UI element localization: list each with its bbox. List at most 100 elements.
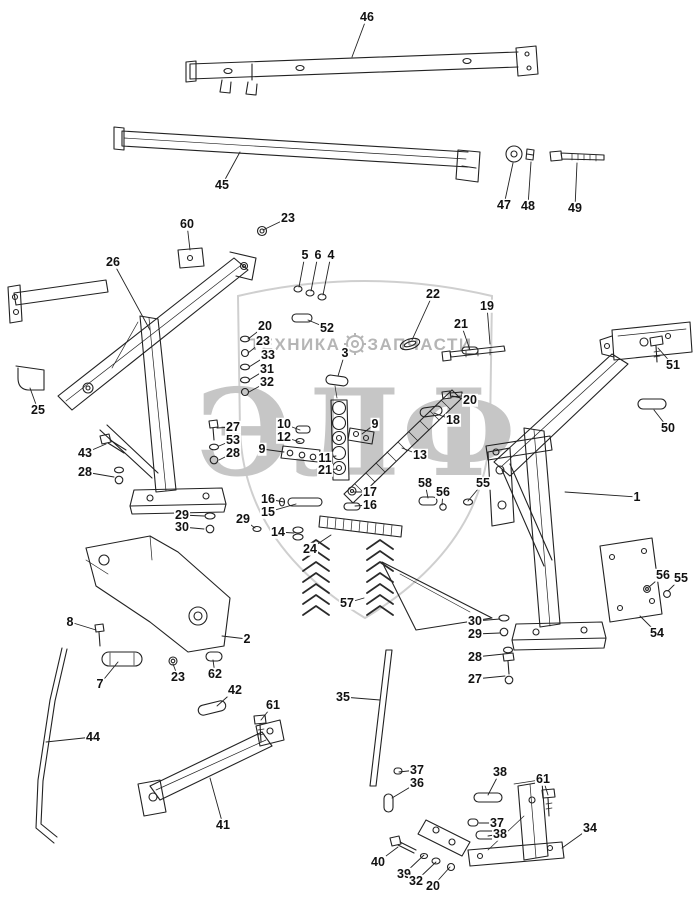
part-14-washers <box>292 526 304 541</box>
part-40-bolt <box>389 835 417 854</box>
watermark-shield <box>236 280 494 620</box>
part-41-bracket <box>137 719 285 817</box>
part-19-bolt <box>441 345 506 362</box>
part-label-20: 20 <box>462 392 478 407</box>
part-34-bracket <box>467 778 565 867</box>
parts-29-30-left <box>204 512 262 534</box>
part-62-spacer <box>205 651 223 662</box>
part-label-13: 13 <box>412 447 428 462</box>
stack-27-53-28 <box>208 419 220 465</box>
part-label-29: 29 <box>235 511 251 526</box>
part-label-2: 2 <box>242 631 252 646</box>
part-label-29: 29 <box>467 626 483 641</box>
line-art <box>7 16 693 887</box>
part-21-upper-pin <box>461 346 479 355</box>
watermark: ТЕХНИКА ЗАПЧАСТИ ЭЛФ <box>196 280 516 620</box>
part-42-pin <box>197 700 227 716</box>
part-22-ring <box>399 337 421 351</box>
part-label-17: 17 <box>362 484 378 499</box>
part-label-21: 21 <box>317 462 333 477</box>
part-label-28: 28 <box>77 464 93 479</box>
part-label-20: 20 <box>425 878 441 893</box>
part-label-25: 25 <box>30 402 46 417</box>
part-50-pin <box>637 398 667 410</box>
center-linkage-9-10-11-12-21 <box>280 385 375 481</box>
part-26-left-frame <box>7 251 257 515</box>
part-label-40: 40 <box>370 854 386 869</box>
part-label-51: 51 <box>665 357 681 372</box>
lower-hitch-plate <box>381 561 493 631</box>
part-35-rod <box>369 649 393 787</box>
part-13-screw-rod <box>343 389 462 504</box>
part-label-44: 44 <box>85 729 101 744</box>
part-label-16: 16 <box>362 497 378 512</box>
part-label-32: 32 <box>259 374 275 389</box>
part-label-62: 62 <box>207 666 223 681</box>
part-label-4: 4 <box>326 247 336 262</box>
part-label-41: 41 <box>215 817 231 832</box>
part-label-6: 6 <box>313 247 323 262</box>
part-24-rod <box>318 515 403 538</box>
part-43-bolt <box>99 433 127 454</box>
part-label-7: 7 <box>95 676 105 691</box>
part-label-19: 19 <box>479 298 495 313</box>
part-label-23: 23 <box>170 669 186 684</box>
gear-icon <box>344 333 366 355</box>
part-label-20: 20 <box>257 318 273 333</box>
part-label-15: 15 <box>260 504 276 519</box>
part-23-top-nut <box>256 225 268 237</box>
part-label-52: 52 <box>319 320 335 335</box>
part-label-12: 12 <box>276 429 292 444</box>
part-label-53: 53 <box>225 432 241 447</box>
part-label-38: 38 <box>492 826 508 841</box>
part-label-55: 55 <box>673 570 689 585</box>
part-37-mid-pin <box>393 767 403 775</box>
part-label-10: 10 <box>276 416 292 431</box>
part-8-bolt <box>94 623 105 647</box>
part-label-34: 34 <box>582 820 598 835</box>
part-label-5: 5 <box>300 247 310 262</box>
part-label-35: 35 <box>335 689 351 704</box>
part-label-23: 23 <box>255 333 271 348</box>
part-label-31: 31 <box>259 361 275 376</box>
part-label-21: 21 <box>453 316 469 331</box>
part-7-bushing <box>101 651 143 667</box>
parts-5-6-4-washers <box>293 285 327 301</box>
part-54-plate <box>599 537 663 623</box>
part-37-pin-b <box>467 818 479 827</box>
part-1-right-frame <box>485 321 693 651</box>
right-fastener-stack-30-29-28-27 <box>498 614 515 685</box>
part-label-22: 22 <box>425 286 441 301</box>
part-61-left-bolt <box>253 714 267 743</box>
part-label-27: 27 <box>225 419 241 434</box>
part-label-23: 23 <box>280 210 296 225</box>
part-label-32: 32 <box>408 873 424 888</box>
parts-17-16-pins <box>343 486 361 511</box>
part-60-plate <box>177 247 205 269</box>
part-label-36: 36 <box>409 775 425 790</box>
part-label-46: 46 <box>359 9 375 24</box>
part-label-61: 61 <box>535 771 551 786</box>
part-label-30: 30 <box>467 613 483 628</box>
part-label-49: 49 <box>567 200 583 215</box>
part-2-bracket <box>85 535 231 653</box>
part-label-8: 8 <box>65 614 75 629</box>
part-label-33: 33 <box>260 347 276 362</box>
part-46-drawbar <box>185 45 539 96</box>
part-label-42: 42 <box>227 682 243 697</box>
part-20-right-bolt <box>441 390 463 400</box>
parts-47-48-49-fasteners <box>505 145 605 163</box>
part-label-48: 48 <box>520 198 536 213</box>
part-39-link-plate <box>417 819 471 857</box>
part-label-54: 54 <box>649 625 665 640</box>
part-label-18: 18 <box>445 412 461 427</box>
part-51-bolt <box>649 335 664 363</box>
part-label-9: 9 <box>257 441 267 456</box>
part-44-rod <box>35 647 68 844</box>
parts-32-20-bottom <box>419 852 456 872</box>
part-28-left-nut <box>113 466 125 485</box>
part-label-56: 56 <box>435 484 451 499</box>
part-label-37: 37 <box>489 815 505 830</box>
part-label-43: 43 <box>77 445 93 460</box>
